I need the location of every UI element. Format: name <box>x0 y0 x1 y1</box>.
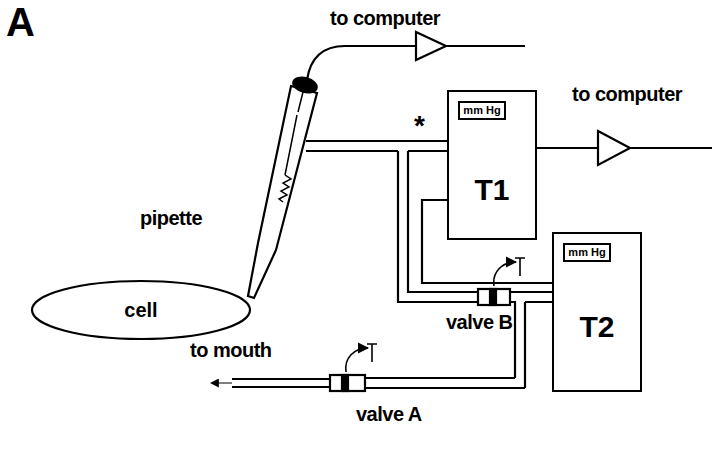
label-holder: pipette <box>140 208 202 229</box>
display-text: mm Hg <box>463 105 500 116</box>
part-label: valve B <box>446 311 513 333</box>
display-box: mm Hg <box>458 101 506 120</box>
marker-symbol: * <box>414 110 425 141</box>
label-holder: to computer <box>572 84 682 105</box>
cell-outline <box>32 281 250 339</box>
output-label: to computer <box>330 7 440 29</box>
mouth-arrow <box>218 383 232 384</box>
valve-symbol <box>330 375 365 391</box>
label-holder: to computer <box>330 8 440 29</box>
label-holder: A <box>6 2 35 42</box>
display-box: mm Hg <box>563 243 611 262</box>
valve-handle <box>515 258 525 276</box>
valve-turn-arrow <box>346 348 368 372</box>
node-text: T2 <box>579 312 614 342</box>
electrode-lead <box>307 46 416 80</box>
signal-line <box>536 147 598 149</box>
valve-turn-arrow <box>494 262 516 286</box>
pipette-electrode-wire <box>279 92 303 202</box>
label-holder: * <box>414 112 425 140</box>
pipette-body <box>248 86 317 298</box>
tube <box>510 292 552 388</box>
tube <box>306 141 447 151</box>
output-label: to computer <box>572 83 682 105</box>
signal-line <box>630 147 712 149</box>
valve-stem <box>490 289 496 305</box>
part-label: valve A <box>356 403 422 425</box>
amplifier-triangle <box>416 32 446 60</box>
tube <box>365 378 525 388</box>
pipette-holder <box>292 75 319 95</box>
label-holder: to mouth <box>190 340 272 361</box>
transducer-box: T1 mm Hg <box>447 90 537 240</box>
transducer-box: T2 mm Hg <box>552 232 642 392</box>
node-text: cell <box>124 300 157 320</box>
valve-symbol <box>478 289 510 305</box>
display-text: mm Hg <box>568 247 605 258</box>
cell-ellipse: cell <box>30 279 252 341</box>
valve-handle <box>367 344 377 362</box>
part-label: to mouth <box>190 339 272 361</box>
label-holder: valve A <box>356 404 422 425</box>
amplifier-triangle <box>598 131 630 165</box>
mouth-tube <box>232 379 330 387</box>
panel-letter: A <box>6 0 35 44</box>
part-label: pipette <box>140 207 202 229</box>
signal-line <box>446 45 525 47</box>
valve-stem <box>342 375 348 391</box>
node-text: T1 <box>474 175 509 205</box>
label-holder: valve B <box>446 312 513 333</box>
